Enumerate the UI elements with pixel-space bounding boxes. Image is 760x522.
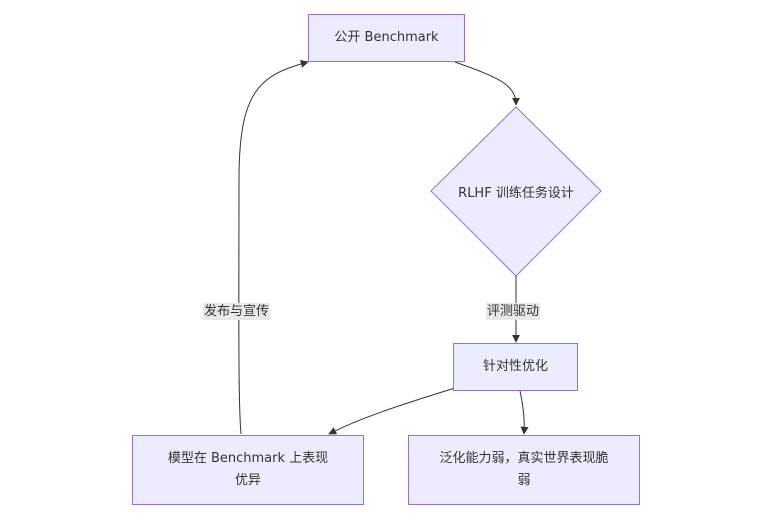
edge-label-publish-promote: 发布与宣传: [203, 303, 271, 320]
edge-optimization-to-model-good: [328, 387, 456, 435]
edge-benchmark-to-rlhf: [454, 61, 520, 106]
node-public-benchmark-label: 公开 Benchmark: [334, 30, 439, 45]
node-rlhf-design[interactable]: RLHF 训练任务设计: [441, 180, 591, 202]
node-rlhf-design-label: RLHF 训练任务设计: [458, 185, 574, 201]
edge-model-good-to-benchmark: [238, 60, 309, 435]
node-model-good-on-benchmark-label: 模型在 Benchmark 上表现优异: [167, 451, 329, 488]
node-public-benchmark[interactable]: 公开 Benchmark: [308, 14, 465, 62]
node-model-good-on-benchmark[interactable]: 模型在 Benchmark 上表现优异: [132, 435, 364, 505]
edge-optimization-to-weak-generalization: [519, 390, 529, 435]
node-targeted-optimization-label: 针对性优化: [482, 359, 548, 374]
edge-label-eval-driven: 评测驱动: [486, 303, 541, 320]
node-weak-generalization[interactable]: 泛化能力弱，真实世界表现脆弱: [408, 435, 640, 505]
node-targeted-optimization[interactable]: 针对性优化: [453, 343, 578, 391]
node-weak-generalization-label: 泛化能力弱，真实世界表现脆弱: [439, 451, 609, 488]
